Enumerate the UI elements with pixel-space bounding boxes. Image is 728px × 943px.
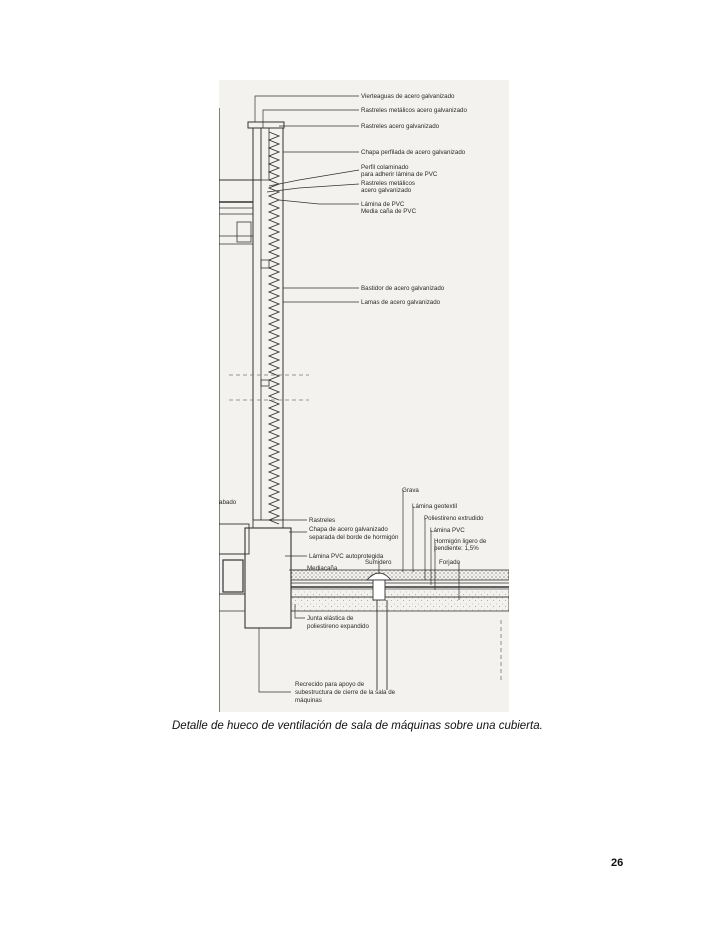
label-lamina-pvc: Lámina de PVC	[361, 201, 405, 208]
label-lamina-autoprotegida: Lámina PVC autoprotegida	[309, 553, 384, 560]
label-forjado: Forjado	[439, 559, 461, 566]
label-lamina-geotextil: Lámina geotextil	[412, 503, 457, 510]
labels: Vierteaguas de acero galvanizado Rastrel…	[219, 93, 487, 704]
label-chapa-acero-2: separada del borde de hormigón	[309, 534, 399, 541]
label-rastreles-acero: Rastreles acero galvanizado	[361, 123, 440, 130]
label-hormigon-2: pendiente: 1,5%	[434, 545, 479, 552]
top-cap	[247, 121, 285, 129]
label-rastreles-metalicos-top: Rastreles metálicos acero galvanizado	[361, 107, 467, 114]
label-sumidero: Sumidero	[365, 559, 392, 566]
label-junta-1: Junta elástica de	[307, 615, 354, 622]
label-perfil-colaminado-2: para adherir lámina de PVC	[361, 171, 438, 178]
label-bastidor: Bastidor de acero galvanizado	[361, 285, 445, 292]
label-lamina-pvc-2: Lámina PVC	[430, 527, 465, 534]
label-chapa-perfilada: Chapa perfilada de acero galvanizado	[361, 149, 466, 156]
label-poliestireno-extruido: Poliestireno extrudido	[424, 515, 484, 522]
page-number: 26	[611, 857, 624, 869]
label-recrecido-2: subestructura de cierre de la sala de	[295, 689, 396, 696]
label-grava: Grava	[402, 487, 419, 494]
label-rastreles: Rastreles	[309, 517, 335, 524]
label-recrecido-1: Recrecido para apoyo de	[295, 681, 365, 688]
label-media-cana: Media caña de PVC	[361, 208, 417, 215]
louvers	[267, 131, 281, 401]
label-chapa-acero-1: Chapa de acero galvanizado	[309, 526, 388, 533]
ventilation-detail-drawing: Vierteaguas de acero galvanizado Rastrel…	[219, 80, 509, 712]
label-acabado: abado	[219, 499, 237, 506]
label-hormigon-1: Hormigón ligero de	[434, 538, 487, 545]
label-perfil-colaminado-1: Perfil colaminado	[361, 164, 409, 171]
drain	[366, 572, 392, 581]
label-rastreles-metalicos-2: acero galvanizado	[361, 187, 412, 194]
label-lamas: Lamas de acero galvanizado	[361, 299, 441, 306]
wall-structure	[219, 108, 309, 712]
leader-lines	[254, 95, 460, 693]
figure-caption: Detalle de hueco de ventilación de sala …	[172, 720, 543, 732]
label-vierteaguas: Vierteaguas de acero galvanizado	[361, 93, 455, 100]
diagram-svg: Vierteaguas de acero galvanizado Rastrel…	[219, 93, 509, 712]
label-mediacana: Mediacaña	[307, 565, 338, 572]
roof-slab	[219, 519, 509, 690]
left-roof-detail	[219, 179, 261, 245]
label-rastreles-metalicos-1: Rastreles metálicos	[361, 180, 415, 187]
label-junta-2: poliestireno expandido	[307, 623, 369, 630]
label-recrecido-3: máquinas	[295, 697, 322, 704]
